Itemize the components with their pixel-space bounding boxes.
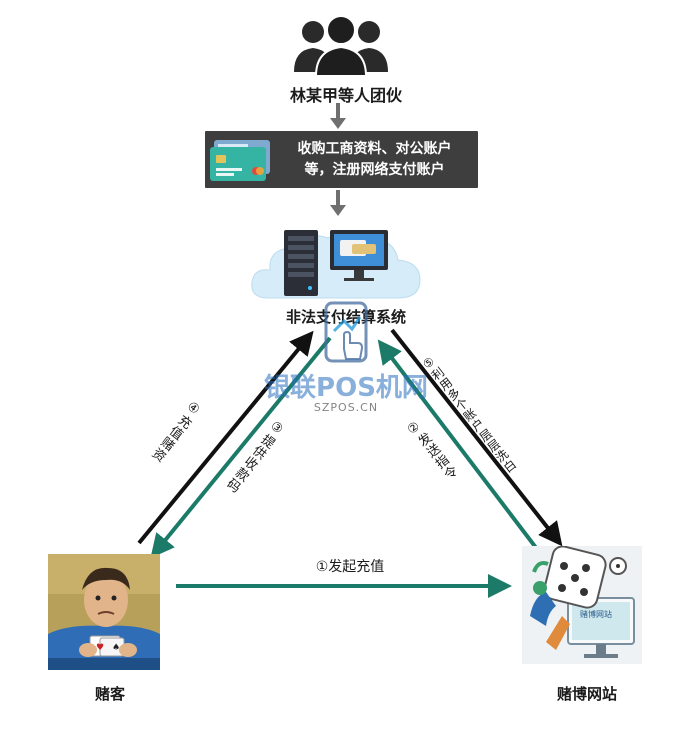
arrow-down-1 xyxy=(330,103,346,129)
svg-text:♠: ♠ xyxy=(112,643,120,653)
flow-arrow-3 xyxy=(150,336,332,559)
site-label: 赌博网站 xyxy=(556,685,617,703)
gambler-label: 赌客 xyxy=(94,685,125,703)
gambling-site-illustration: 赌博网站 xyxy=(522,546,642,664)
computer-icon xyxy=(330,230,388,281)
step-text: 收购工商资料、对公账户 等，注册网络支付账户 xyxy=(272,139,477,181)
svg-text:♥: ♥ xyxy=(96,643,104,653)
step-text-line2: 等，注册网络支付账户 xyxy=(304,162,445,178)
group-title: 林某甲等人团伙 xyxy=(289,86,402,105)
arrow-down-2 xyxy=(330,190,346,216)
gambler-illustration: ♥ ♠ xyxy=(48,554,160,670)
people-group-icon xyxy=(294,15,388,77)
flow-arrow-4 xyxy=(137,330,314,545)
flow-arrow-5 xyxy=(390,328,563,547)
watermark-text: 银联POS机网 xyxy=(264,373,428,403)
flow-label-1: ①发起充值 xyxy=(315,559,385,575)
server-icon xyxy=(284,230,318,296)
cloud-server-illustration xyxy=(251,230,421,299)
watermark-logo-icon xyxy=(324,301,368,363)
dice-icon xyxy=(543,546,627,609)
flow-arrow-2 xyxy=(377,339,542,555)
system-label: 非法支付结算系统 xyxy=(285,308,406,326)
watermark-subtext: SZPOS.CN xyxy=(313,401,379,414)
bank-card-icon xyxy=(210,140,270,181)
step-text-line1: 收购工商资料、对公账户 xyxy=(297,141,452,157)
svg-text:赌博网站: 赌博网站 xyxy=(580,609,612,619)
